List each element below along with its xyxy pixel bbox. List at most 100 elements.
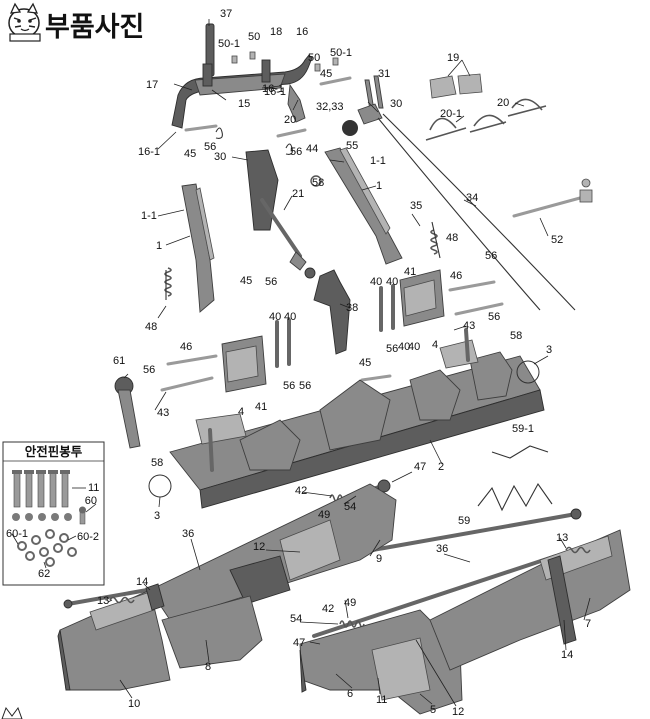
callout-55: 55 (346, 140, 358, 152)
callout-58-b: 58 (510, 330, 522, 342)
callout-56-i: 56 (299, 380, 311, 392)
callout-43-a: 43 (463, 320, 475, 332)
callout-16-1-b: 16-1 (262, 83, 284, 95)
kit-label-60-1: 60-1 (6, 528, 28, 540)
callout-49-b: 49 (344, 597, 356, 609)
callout-46-a: 46 (450, 270, 462, 282)
callout-45-top: 45 (184, 148, 196, 160)
callout-14-b: 14 (561, 649, 573, 661)
kit-washers (17, 529, 77, 567)
callout-3-b: 3 (154, 510, 160, 522)
callout-54-b: 54 (290, 613, 302, 625)
callout-7: 7 (585, 618, 591, 630)
mascot-icon (8, 2, 41, 42)
callout-34: 34 (466, 192, 478, 204)
callout-50: 50 (248, 31, 260, 43)
callout-13-b: 13 (97, 595, 109, 607)
callout-35: 35 (410, 200, 422, 212)
handle-assembly (171, 23, 339, 129)
callout-14-a: 14 (136, 576, 148, 588)
right-divider (429, 529, 631, 671)
callout-40-f: 40 (408, 341, 420, 353)
callout-2: 2 (438, 461, 444, 473)
callout-19: 19 (447, 52, 459, 64)
callout-56-d: 56 (485, 250, 497, 262)
mascot-fragment-icon (1, 706, 23, 719)
callout-56-g: 56 (386, 343, 398, 355)
callout-56-f: 56 (488, 311, 500, 323)
right-lower-arm (299, 609, 463, 715)
callout-41-b: 41 (255, 401, 267, 413)
callout-36-b: 36 (436, 543, 448, 555)
callout-46-b: 46 (180, 341, 192, 353)
callout-1-a: 1 (156, 240, 162, 252)
callout-20: 20 (497, 97, 509, 109)
callout-40-c: 40 (269, 311, 281, 323)
callout-42-a: 42 (295, 485, 307, 497)
callout-45-c: 45 (240, 275, 252, 287)
callout-18: 18 (270, 26, 282, 38)
callout-56-e: 56 (143, 364, 155, 376)
callout-49-a: 49 (318, 509, 330, 521)
callout-21: 21 (292, 188, 304, 200)
callout-4-a: 4 (432, 339, 438, 351)
callout-37: 37 (220, 8, 232, 20)
callout-1-1-b: 1-1 (141, 210, 157, 222)
callout-48-b: 48 (145, 321, 157, 333)
callout-45-d: 45 (359, 357, 371, 369)
callout-38: 38 (346, 302, 358, 314)
kit-nuts (12, 513, 72, 521)
callout-11: 11 (376, 694, 387, 706)
callout-10: 10 (128, 698, 140, 710)
callout-20-1: 20-1 (440, 108, 462, 120)
callout-47-b: 47 (293, 637, 305, 649)
kit-title: 안전핀봉투 (25, 444, 83, 459)
callout-43-b: 43 (157, 407, 169, 419)
callout-56-c: 56 (265, 276, 277, 288)
callout-58-a: 58 (312, 177, 324, 189)
kit-label-11: 11 (88, 482, 99, 494)
kit-label-62: 62 (38, 568, 50, 580)
callout-6: 6 (347, 688, 353, 700)
callout-56-h: 56 (283, 380, 295, 392)
callout-45-b: 45 (320, 68, 332, 80)
callout-30-top: 30 (390, 98, 402, 110)
callout-12-b: 12 (452, 706, 464, 718)
callout-52: 52 (551, 234, 563, 246)
callout-20-top: 20 (284, 114, 296, 126)
callout-1-1-a: 1-1 (370, 155, 386, 167)
kit-bolts (12, 470, 70, 508)
callout-16: 16 (296, 26, 308, 38)
callout-44: 44 (306, 143, 318, 155)
callout-50-1-b: 50-1 (330, 47, 352, 59)
callout-16-1-c: 16-1 (264, 86, 286, 98)
callout-56-b: 56 (290, 146, 302, 158)
callout-13-a: 13 (556, 532, 568, 544)
callout-42-b: 42 (322, 603, 334, 615)
callout-41-a: 41 (404, 266, 416, 278)
safety-pin-kit: 안전핀봉투 (2, 441, 105, 586)
callout-48-a: 48 (446, 232, 458, 244)
callout-8: 8 (205, 661, 211, 673)
callout-47-a: 47 (414, 461, 426, 473)
callout-15: 15 (238, 98, 250, 110)
callout-40-a: 40 (370, 276, 382, 288)
kit-label-60-2: 60-2 (77, 531, 99, 543)
callout-40-e: 40 (398, 341, 410, 353)
callout-17: 17 (146, 79, 158, 91)
callout-54-a: 54 (344, 501, 356, 513)
pins-40 (275, 284, 395, 368)
callout-40-d: 40 (284, 311, 296, 323)
callout-16-1: 16-1 (138, 146, 160, 158)
callout-36-a: 36 (182, 528, 194, 540)
leader-lines (107, 19, 591, 707)
callout-31: 31 (378, 68, 390, 80)
callout-3-a: 3 (546, 344, 552, 356)
callout-30: 30 (214, 151, 226, 163)
left-divider (57, 589, 263, 691)
callout-4-b: 4 (238, 406, 244, 418)
callout-50-1: 50-1 (218, 38, 240, 50)
callout-40-b: 40 (386, 276, 398, 288)
callout-61: 61 (113, 355, 125, 367)
